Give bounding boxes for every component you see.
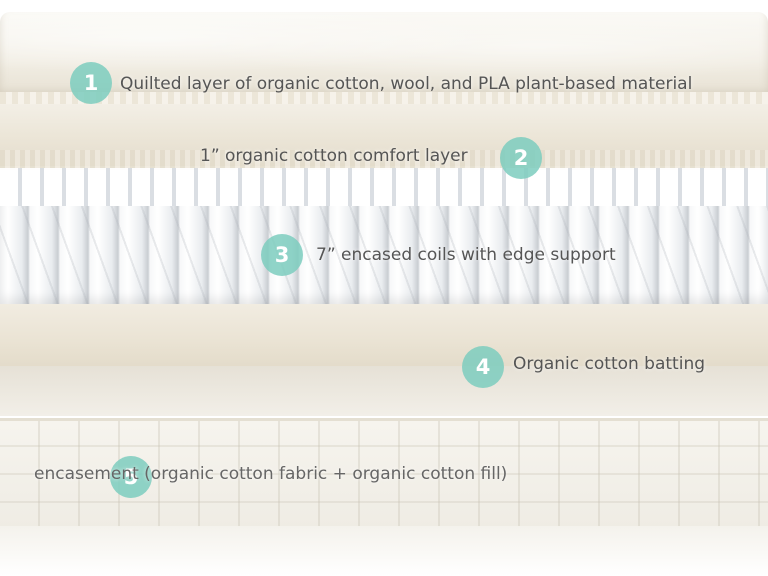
- layer-5-badge: 5: [110, 456, 152, 498]
- layer-5-caption: encasement (organic cotton fabric + orga…: [34, 464, 508, 484]
- layer-4-badge: 4: [462, 346, 504, 388]
- quilted-layer-edge: [0, 92, 768, 106]
- layer-4-caption: Organic cotton batting: [513, 354, 706, 374]
- layer-2-badge: 2: [500, 137, 542, 179]
- encasement-layer: [0, 418, 768, 532]
- floor-reflection: [0, 526, 768, 576]
- layer-2-caption: 1” organic cotton comfort layer: [200, 146, 468, 166]
- coil-tops: [0, 168, 768, 210]
- batting-shadow: [0, 366, 768, 416]
- quilted-top-layer: [0, 12, 768, 98]
- coil-texture: [0, 206, 768, 306]
- layer-3-caption: 7” encased coils with edge support: [316, 245, 616, 265]
- layer-1-badge: 1: [70, 62, 112, 104]
- encased-coils: [0, 206, 768, 306]
- layer-3-badge: 3: [261, 234, 303, 276]
- layer-1-caption: Quilted layer of organic cotton, wool, a…: [120, 74, 693, 94]
- cotton-batting-layer: [0, 304, 768, 372]
- comfort-layer-edge: [0, 150, 768, 170]
